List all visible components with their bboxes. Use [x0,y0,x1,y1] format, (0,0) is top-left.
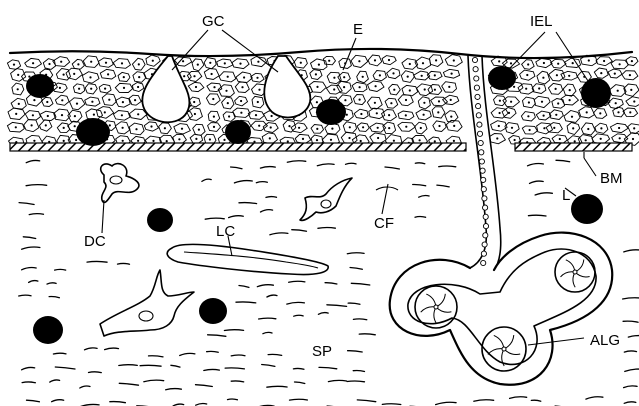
acinus-right [555,252,595,292]
label-e: E [353,21,363,38]
label-l: L [562,187,570,204]
label-bm: BM [600,170,623,187]
label-sp: SP [312,343,332,360]
label-alg: ALG [590,332,620,349]
acinus-bottom [482,327,526,371]
acinus-left [415,286,457,328]
lymphatic-capillary [167,244,328,274]
label-dc: DC [84,233,106,250]
basement-membrane [10,143,632,151]
label-lc: LC [216,223,235,240]
label-iel: IEL [530,13,553,30]
lamina-propria-lymphocytes [33,194,603,344]
label-cf: CF [374,215,394,232]
label-gc: GC [202,13,225,30]
acinar-gland [390,233,613,385]
